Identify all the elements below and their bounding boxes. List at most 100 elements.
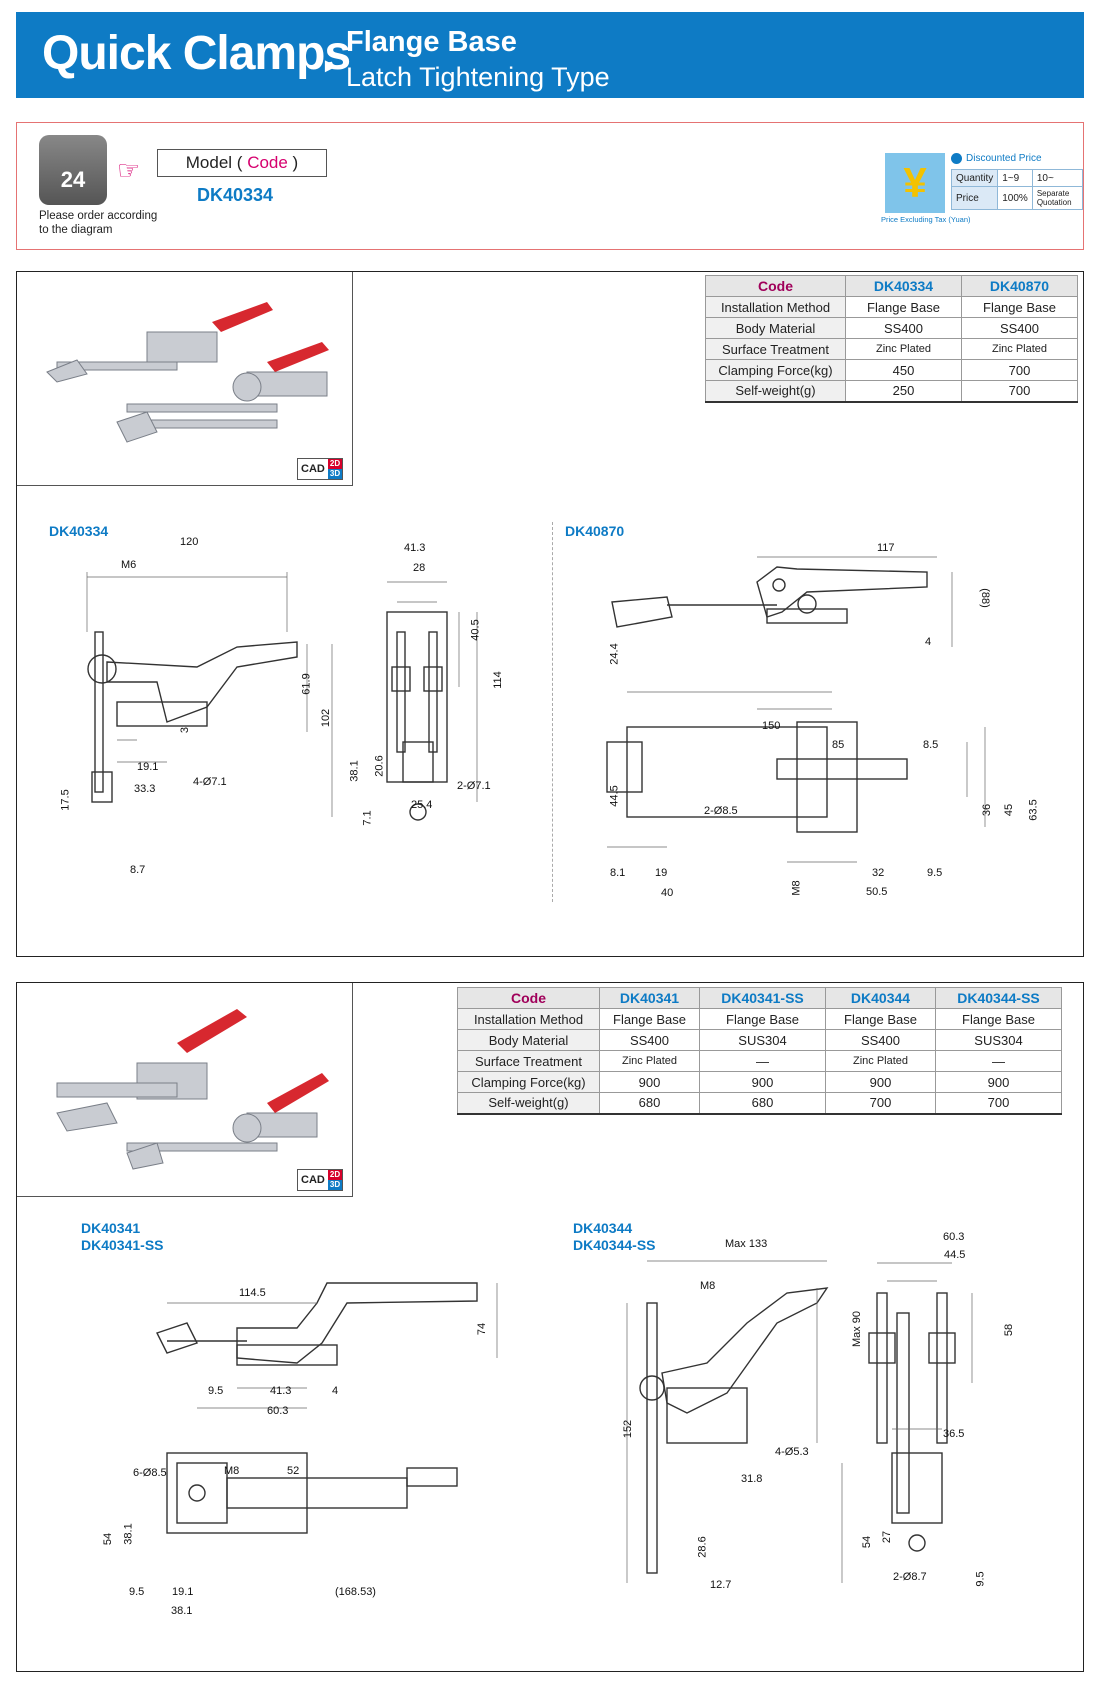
dimension-label: 74: [476, 1322, 489, 1336]
table-cell: Flange Base: [699, 1008, 826, 1030]
table-cell: SS400: [825, 1029, 936, 1051]
dimension-label: Max 133: [725, 1238, 768, 1250]
table-cell: Flange Base: [845, 296, 962, 318]
table-cell: Installation Method: [457, 1008, 600, 1030]
table-cell: 900: [825, 1071, 936, 1093]
dimension-label: 9.5: [927, 867, 943, 879]
dimension-label: 41.3: [404, 542, 426, 554]
table-cell: SUS304: [935, 1029, 1062, 1051]
clamp-photo-illustration: [46, 302, 329, 443]
table-cell: Self-weight(g): [705, 380, 846, 403]
dk40344-drawing: [626, 1260, 973, 1583]
dimension-label: 150: [762, 720, 781, 732]
dimension-label: 4: [925, 636, 932, 648]
dimension-label: 41.3: [270, 1385, 292, 1397]
dimension-label: (88): [978, 588, 991, 608]
dimension-label: 36: [981, 803, 994, 817]
table-cell: 1~9: [997, 169, 1033, 187]
table-cell: Flange Base: [935, 1008, 1062, 1030]
table-cell: Zinc Plated: [961, 338, 1078, 360]
dimension-label: 32: [872, 867, 885, 879]
table-cell: 700: [825, 1092, 936, 1115]
dimension-label: 2-Ø8.5: [704, 805, 738, 817]
dimension-label: 38.1: [348, 760, 361, 782]
dk40341-drawing: [156, 1282, 498, 1534]
table-cell: Price: [950, 186, 999, 210]
dimension-label: M8: [790, 880, 803, 896]
dk40334-side-drawing: [86, 572, 333, 817]
dk40334-front-drawing: [386, 581, 478, 821]
table-cell: Code: [705, 275, 846, 297]
dimension-label: 54: [102, 1532, 115, 1546]
dimension-label: 20.6: [373, 755, 386, 777]
table-cell: 250: [845, 380, 962, 403]
dimension-label: 28: [413, 562, 426, 574]
table-cell: Zinc Plated: [599, 1050, 700, 1072]
spec-table-1: Code DK40334 DK40870 Installation Method…: [705, 275, 1078, 403]
dimension-label: 63.5: [1027, 799, 1040, 821]
dimension-label: 4-Ø5.3: [775, 1446, 809, 1458]
dimension-label: 4: [332, 1385, 339, 1397]
dimension-label: 102: [320, 708, 333, 728]
table-cell: 700: [935, 1092, 1062, 1115]
dimension-label: 36.5: [943, 1428, 965, 1440]
table-cell: Flange Base: [825, 1008, 936, 1030]
table-cell: Separate Quotation: [1031, 186, 1084, 210]
dimension-label: (168.53): [335, 1586, 376, 1598]
breadcrumb-arrow-icon: ►: [321, 55, 341, 77]
table-cell: DK40870: [961, 275, 1078, 297]
table-cell: Flange Base: [599, 1008, 700, 1030]
table-cell: Body Material: [705, 317, 846, 339]
dimension-label: 114.5: [239, 1287, 266, 1299]
table-cell: Clamping Force(kg): [457, 1071, 600, 1093]
dimension-label: 19.1: [137, 761, 159, 773]
dimension-label: 9.5: [208, 1385, 224, 1397]
dimension-label: 114: [491, 671, 504, 689]
table-cell: 900: [935, 1071, 1062, 1093]
table-cell: Code: [457, 987, 600, 1009]
dimension-label: 38.1: [122, 1523, 135, 1545]
dimension-label: 120: [180, 536, 199, 548]
table-cell: SS400: [961, 317, 1078, 339]
pointing-hand-icon: ☞: [117, 155, 141, 185]
table-cell: 900: [599, 1071, 700, 1093]
dimension-label: 52: [287, 1465, 300, 1477]
spec-table-2: Code DK40341 DK40341-SS DK40344 DK40344-…: [457, 987, 1062, 1115]
dimension-label: M8: [700, 1280, 716, 1292]
dimension-label: 54: [861, 1535, 874, 1549]
model-code-value[interactable]: DK40334: [197, 185, 274, 205]
table-cell: Surface Treatment: [705, 338, 846, 360]
table-cell: Self-weight(g): [457, 1092, 600, 1115]
table-cell: 680: [599, 1092, 700, 1115]
table-cell: SUS304: [699, 1029, 826, 1051]
table-cell: 100%: [997, 186, 1033, 210]
drawing-label-dk40870: DK40870: [565, 523, 625, 539]
dimension-label: 31.8: [741, 1473, 763, 1485]
dimension-label: 2-Ø7.1: [457, 780, 491, 792]
order-note: Please order according to the diagram: [39, 210, 158, 236]
table-cell: Quantity: [950, 169, 999, 187]
dimension-label: 8.7: [130, 864, 146, 876]
phone-24h-icon: 24: [39, 135, 107, 205]
dimension-label: 27: [881, 1530, 894, 1544]
dimension-label: 6-Ø8.5: [133, 1467, 167, 1479]
table-cell: Flange Base: [961, 296, 1078, 318]
dimension-label: 17.5: [59, 789, 72, 811]
dimension-label: M6: [121, 559, 137, 571]
table-cell: 680: [699, 1092, 826, 1115]
dimension-label: 3: [179, 726, 192, 734]
table-cell: DK40344: [825, 987, 936, 1009]
dimension-label: 7.1: [361, 810, 374, 826]
table-cell: DK40341: [599, 987, 700, 1009]
dimension-label: 117: [877, 542, 895, 554]
dimension-label: 40: [661, 887, 674, 899]
dimension-label: 12.7: [710, 1579, 732, 1591]
dimension-label: 38.1: [171, 1605, 193, 1617]
